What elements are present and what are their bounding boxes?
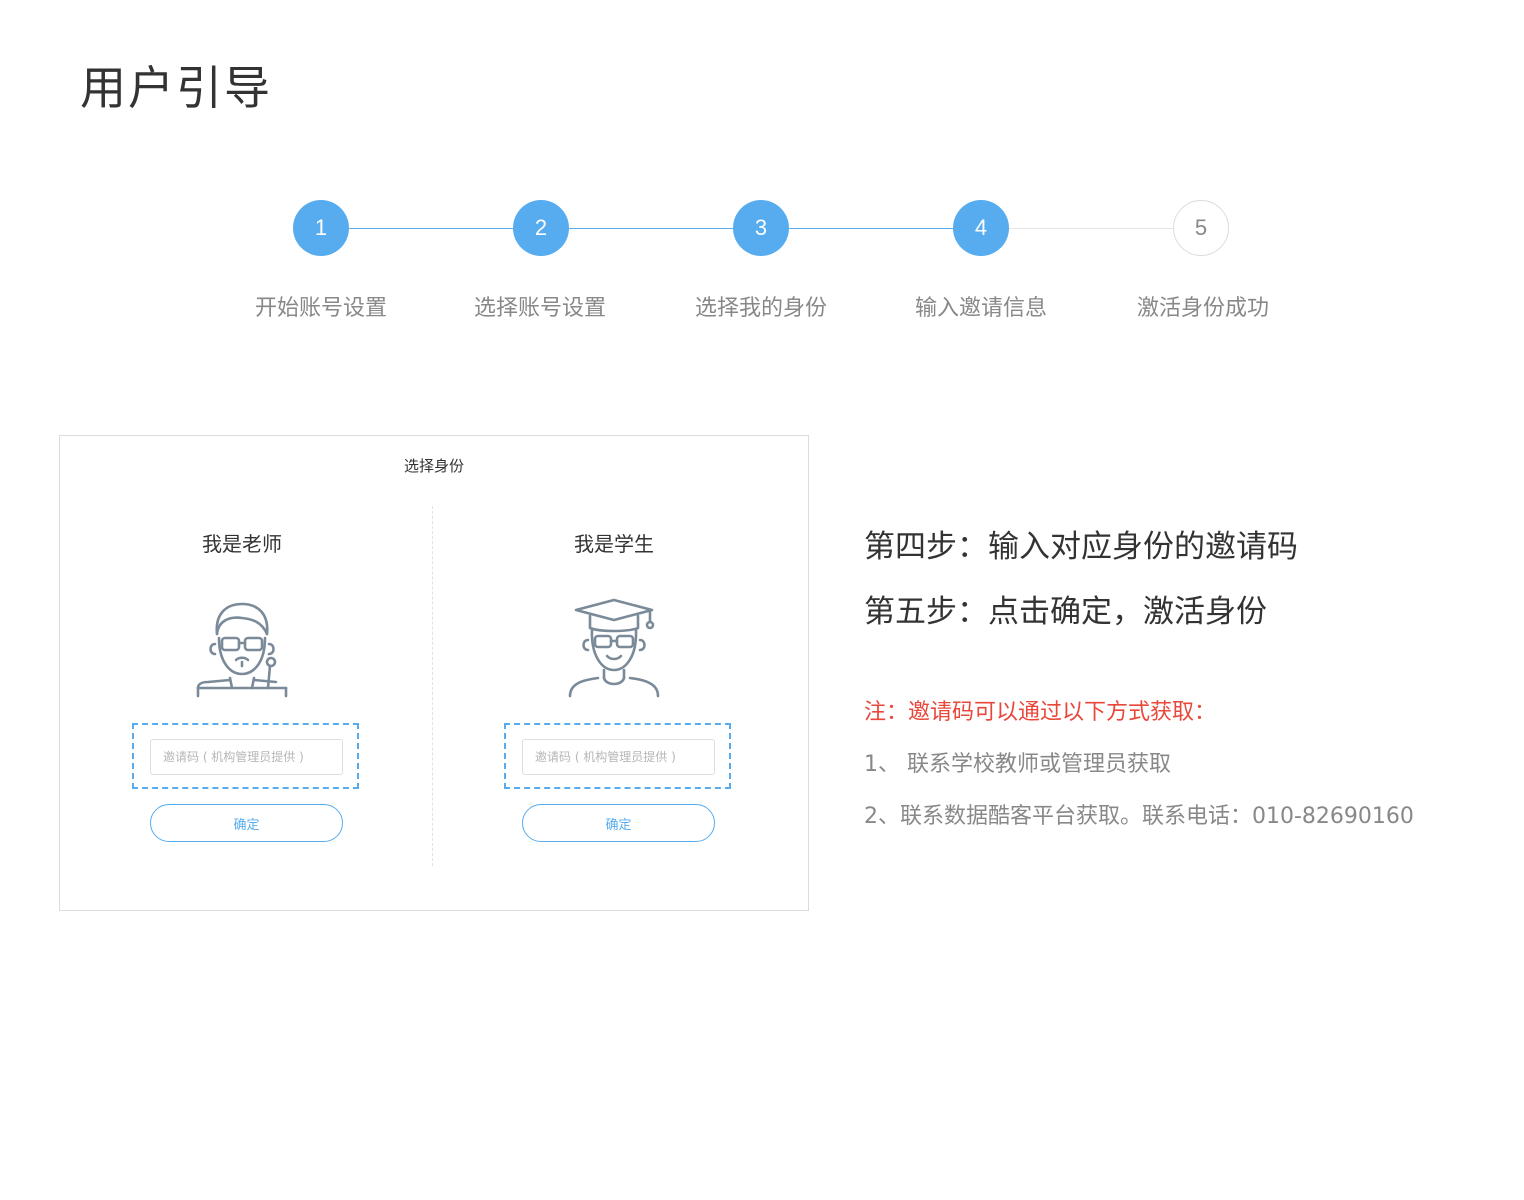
panel-title: 选择身份 (403, 457, 464, 475)
student-title: 我是学生 (574, 532, 654, 556)
invite-code-note: 注：邀请码可以通过以下方式获取： (864, 700, 1217, 725)
step-5-indicator: 5 (1173, 200, 1229, 256)
instruction-step-5: 第五步：点击确定，激活身份 (864, 594, 1267, 630)
step-connector (1009, 228, 1175, 229)
page-title: 用户引导 (80, 61, 272, 115)
note-item-2: 2、联系数据酷客平台获取。联系电话：010-82690160 (864, 804, 1414, 829)
step-connector (569, 228, 735, 229)
step-1-label: 开始账号设置 (254, 296, 387, 321)
invite-code-highlight (504, 723, 731, 789)
step-5-label: 激活身份成功 (1136, 296, 1269, 321)
student-avatar-icon (554, 596, 674, 706)
step-4-label: 输入邀请信息 (914, 296, 1047, 321)
teacher-confirm-button[interactable]: 确定 (150, 804, 343, 842)
identity-select-panel: 选择身份 我是老师 (59, 435, 809, 911)
student-invite-code-input[interactable] (522, 739, 715, 775)
step-3-label: 选择我的身份 (694, 296, 827, 321)
student-confirm-button[interactable]: 确定 (522, 804, 715, 842)
teacher-invite-code-input[interactable] (150, 739, 343, 775)
step-2-indicator: 2 (513, 200, 569, 256)
column-divider (432, 506, 433, 866)
teacher-card: 我是老师 (122, 436, 362, 912)
student-card: 我是学生 确定 (494, 436, 734, 912)
step-connector (789, 228, 955, 229)
step-connector (349, 228, 515, 229)
step-4-indicator: 4 (953, 200, 1009, 256)
step-3-indicator: 3 (733, 200, 789, 256)
teacher-title: 我是老师 (202, 532, 282, 556)
invite-code-highlight (132, 723, 359, 789)
step-2-label: 选择账号设置 (473, 296, 606, 321)
progress-stepper: 1 2 3 4 5 开始账号设置 选择账号设置 选择我的身份 输入邀请信息 激活… (0, 0, 1524, 340)
note-item-1: 1、 联系学校教师或管理员获取 (864, 752, 1171, 777)
instruction-step-4: 第四步：输入对应身份的邀请码 (864, 529, 1298, 565)
step-1-indicator: 1 (293, 200, 349, 256)
teacher-avatar-icon (182, 596, 302, 706)
